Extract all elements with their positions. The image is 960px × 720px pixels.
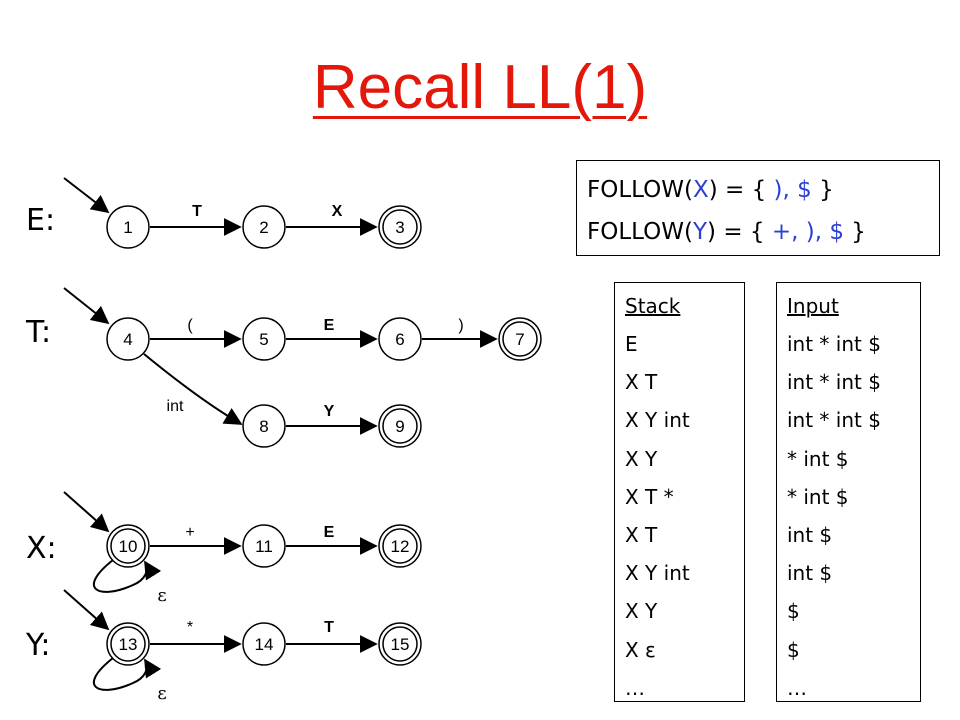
edge-label-star: * — [187, 619, 193, 636]
stack-row: X T — [625, 370, 658, 395]
edge-label-e: E — [324, 524, 335, 541]
follow-prefix: FOLLOW( — [587, 219, 693, 245]
state-6: 6 — [378, 317, 422, 361]
input-row: $ — [787, 599, 800, 624]
state-label: 15 — [391, 635, 410, 654]
stack-header: Stack — [625, 294, 681, 318]
state-label: 13 — [119, 635, 138, 654]
state-label: 14 — [255, 635, 274, 654]
state-label: 10 — [119, 537, 138, 556]
state-label: 9 — [395, 417, 404, 436]
state-label: 4 — [123, 330, 132, 349]
start-arrow-x — [63, 491, 110, 533]
start-arrow-e — [63, 177, 110, 214]
follow-mid: ) = { — [708, 177, 774, 203]
stack-row: … — [625, 675, 645, 700]
state-5: 5 — [242, 317, 286, 361]
nonterminal-label-t: T: — [25, 315, 51, 350]
follow-mid: ) = { — [707, 219, 772, 245]
input-row: * int $ — [787, 484, 849, 509]
follow-y-line: FOLLOW(Y) = { +, ), $ } — [587, 211, 939, 253]
stack-row: E — [625, 332, 638, 356]
state-14: 14 — [242, 622, 286, 666]
state-label: 3 — [395, 218, 404, 237]
state-label: 6 — [395, 330, 404, 349]
input-header: Input — [787, 294, 839, 318]
state-4: 4 — [106, 317, 150, 361]
follow-suffix: } — [811, 177, 834, 203]
stack-row: X T — [625, 522, 658, 547]
epsilon-loop-13 — [92, 657, 162, 691]
input-column: Input int * int $ int * int $ int * int … — [776, 282, 921, 702]
input-row: int * int $ — [787, 408, 881, 433]
state-7-accepting: 7 — [498, 317, 542, 361]
epsilon-loop-10 — [92, 559, 162, 593]
state-10-accepting: 10 — [106, 524, 150, 568]
input-row: $ — [787, 637, 800, 662]
stack-row: X Y — [625, 446, 658, 471]
state-label: 12 — [391, 537, 410, 556]
input-row: int * int $ — [787, 332, 881, 356]
edge-label-epsilon: ε — [157, 683, 166, 704]
start-arrow-t — [63, 287, 110, 325]
edge-label-t: T — [192, 203, 202, 220]
follow-x-line: FOLLOW(X) = { ), $ } — [587, 169, 939, 211]
input-row: int $ — [787, 561, 833, 586]
edge-label-y: Y — [324, 403, 335, 420]
stack-row: X Y int — [625, 561, 690, 586]
state-label: 7 — [515, 330, 524, 349]
state-3-accepting: 3 — [378, 205, 422, 249]
edge-label-lparen: ( — [187, 317, 193, 334]
input-row: int $ — [787, 522, 833, 547]
edge-label-x: X — [332, 203, 343, 220]
state-label: 2 — [259, 218, 268, 237]
input-row: * int $ — [787, 446, 849, 471]
input-row: … — [787, 675, 807, 700]
stack-row: X ε — [625, 637, 656, 662]
page-title: Recall LL(1) — [312, 53, 648, 122]
follow-symbol: Y — [692, 219, 708, 245]
follow-items: ), $ — [773, 177, 812, 203]
edge-label-e: E — [324, 317, 335, 334]
edge-4-8 — [143, 353, 243, 425]
follow-items: +, ), $ — [771, 219, 844, 245]
edge-label-t: T — [324, 619, 334, 636]
follow-sets-box: FOLLOW(X) = { ), $ } FOLLOW(Y) = { +, ),… — [576, 160, 940, 256]
follow-prefix: FOLLOW( — [587, 177, 693, 203]
follow-symbol: X — [692, 177, 709, 203]
state-label: 1 — [123, 218, 132, 237]
start-arrow-y — [63, 589, 110, 631]
state-1: 1 — [106, 205, 150, 249]
nonterminal-label-e: E: — [26, 203, 55, 238]
state-8: 8 — [242, 404, 286, 448]
state-15-accepting: 15 — [378, 622, 422, 666]
state-label: 8 — [259, 417, 268, 436]
stack-row: X Y int — [625, 408, 690, 433]
stack-row: X Y — [625, 599, 658, 624]
state-2: 2 — [242, 205, 286, 249]
stack-column: Stack E X T X Y int X Y X T * X T X Y in… — [614, 282, 745, 702]
edge-label-int: int — [167, 398, 184, 415]
nonterminal-label-x: X: — [26, 531, 57, 566]
state-13-accepting: 13 — [106, 622, 150, 666]
edge-label-plus: + — [185, 524, 194, 541]
nonterminal-label-y: Y: — [25, 628, 50, 663]
edge-label-epsilon: ε — [157, 585, 166, 606]
state-11: 11 — [242, 524, 286, 568]
follow-suffix: } — [843, 219, 866, 245]
stack-row: X T * — [625, 484, 674, 509]
state-9-accepting: 9 — [378, 404, 422, 448]
input-row: int * int $ — [787, 370, 881, 395]
edge-label-rparen: ) — [458, 317, 463, 334]
state-label: 11 — [255, 537, 273, 556]
state-label: 5 — [259, 330, 268, 349]
state-12-accepting: 12 — [378, 524, 422, 568]
